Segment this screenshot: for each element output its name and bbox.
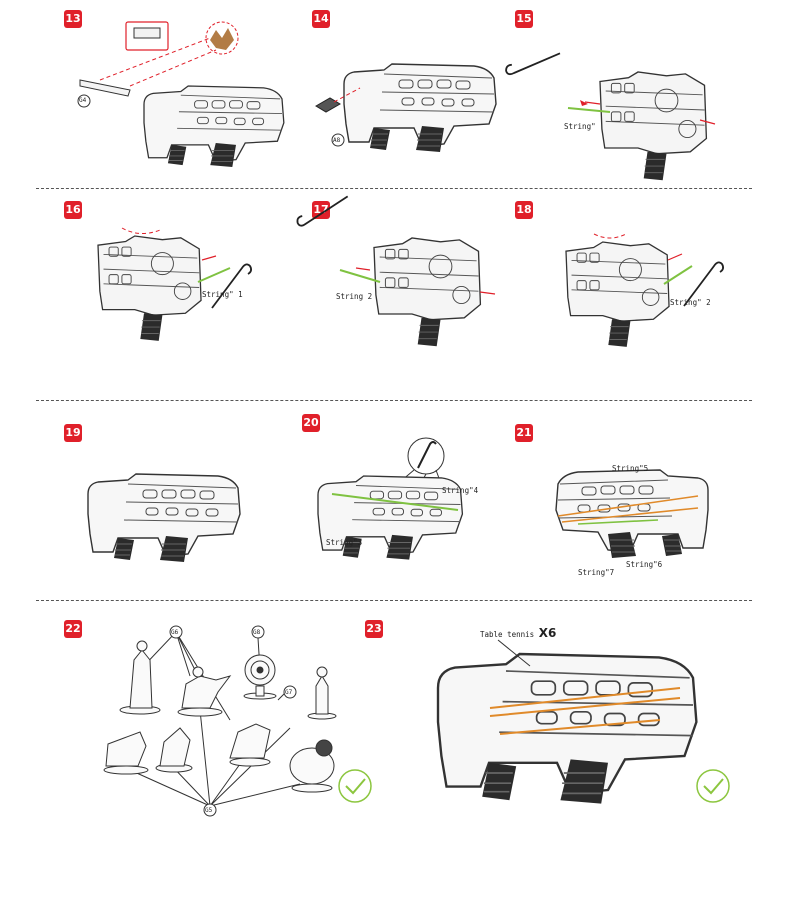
gun-illustration bbox=[87, 473, 241, 563]
table-tennis-text: Table tennis bbox=[480, 630, 535, 639]
string-label: String" 1 bbox=[202, 290, 243, 299]
step-badge: 14 bbox=[312, 10, 330, 28]
step-badge: 16 bbox=[64, 201, 82, 219]
step-13-panel: G4 bbox=[70, 10, 290, 180]
part-label-g8: G8 bbox=[253, 629, 261, 636]
step-badge: 23 bbox=[365, 620, 383, 638]
string-label: String"5 bbox=[612, 464, 649, 473]
gun-illustration bbox=[317, 437, 464, 561]
step-badge: 17 bbox=[312, 201, 330, 219]
part-label-g4: G4 bbox=[79, 97, 87, 104]
figure-icon bbox=[103, 625, 337, 817]
step-14-panel: A8 bbox=[315, 10, 520, 180]
string-label: String 2 bbox=[336, 292, 373, 301]
string-label: String"3 bbox=[326, 538, 363, 547]
quantity-text: X6 bbox=[538, 626, 557, 640]
check-circle-icon bbox=[338, 769, 372, 803]
step-badge: 15 bbox=[515, 10, 533, 28]
part-label-g6: G6 bbox=[171, 629, 179, 636]
step-22-panel: G6 G8 G7 G5 bbox=[90, 620, 390, 820]
string-label: String"7 bbox=[578, 568, 615, 577]
gun-illustration bbox=[555, 469, 709, 559]
step-badge: 19 bbox=[64, 424, 82, 442]
step-16-panel: String" 1 bbox=[90, 210, 290, 360]
step-18-panel: String" 2 bbox=[560, 212, 760, 362]
string-label: String" bbox=[564, 122, 596, 131]
gun-illustration bbox=[565, 233, 725, 348]
step-badge: 21 bbox=[515, 424, 533, 442]
section-divider bbox=[36, 400, 752, 401]
hook-tool-icon bbox=[407, 437, 445, 475]
step-20-panel: String"4 String"3 bbox=[317, 430, 518, 570]
part-label-g7: G7 bbox=[285, 689, 293, 696]
string-label: String" 2 bbox=[670, 298, 711, 307]
string-label: String"6 bbox=[626, 560, 663, 569]
step-badge: 20 bbox=[302, 414, 320, 432]
table-tennis-label: Table tennis X6 bbox=[480, 626, 556, 640]
section-divider bbox=[36, 600, 752, 601]
gun-illustration bbox=[77, 21, 285, 168]
gun-illustration bbox=[436, 639, 698, 805]
part-label-a8: A8 bbox=[333, 137, 341, 144]
check-circle-icon bbox=[696, 769, 730, 803]
step-badge: 18 bbox=[515, 201, 533, 219]
step-17-panel: String 2 bbox=[295, 182, 530, 370]
gun-illustration bbox=[97, 227, 253, 342]
step-badge: 13 bbox=[64, 10, 82, 28]
gun-illustration bbox=[503, 32, 716, 181]
part-label-g5: G5 bbox=[205, 807, 213, 814]
section-divider bbox=[36, 188, 752, 189]
step-19-panel bbox=[87, 460, 288, 570]
step-21-panel: String"5 String"6 String"7 bbox=[548, 460, 748, 580]
step-badge: 22 bbox=[64, 620, 82, 638]
gun-illustration bbox=[295, 182, 496, 347]
step-15-panel: String" bbox=[503, 32, 750, 190]
string-label: String"4 bbox=[442, 486, 479, 495]
gun-illustration bbox=[315, 63, 497, 153]
step-23-panel: Table tennis X6 bbox=[430, 624, 698, 814]
